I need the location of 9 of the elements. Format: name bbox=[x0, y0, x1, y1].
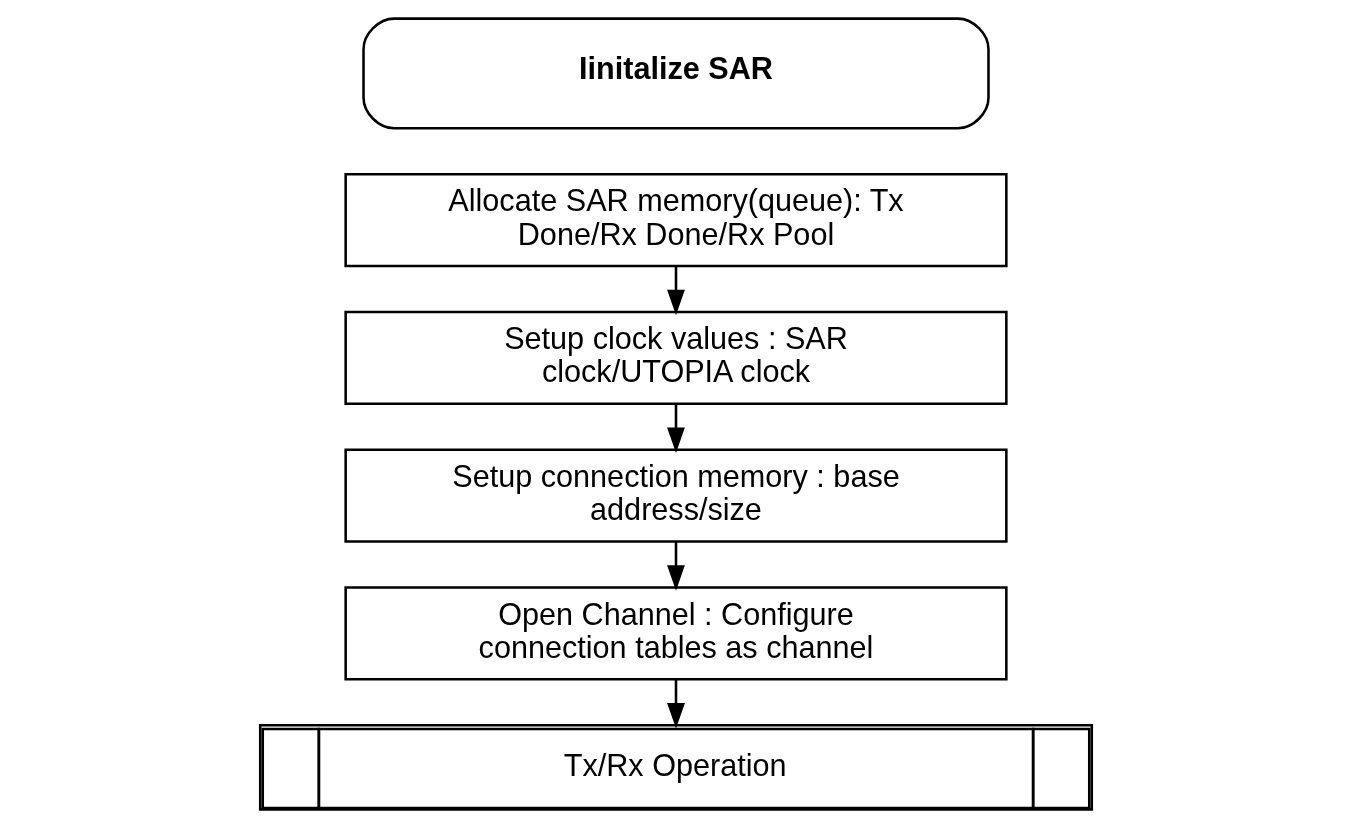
arrow bbox=[666, 403, 685, 453]
arrow bbox=[666, 266, 685, 316]
arrow bbox=[666, 679, 685, 729]
node-box: Setup connection memory : base address/size bbox=[343, 448, 1008, 543]
node-box: Open Channel : Configure connection tables as channel bbox=[343, 586, 1008, 681]
arrow bbox=[666, 541, 685, 591]
node-box: Allocate SAR memory(queue): Tx Done/Rx Done/Rx Pool bbox=[343, 172, 1008, 268]
node-box: Setup clock values : SAR clock/UTOPIA clock bbox=[343, 310, 1008, 406]
node-box: Iinitalize SAR bbox=[361, 17, 990, 130]
